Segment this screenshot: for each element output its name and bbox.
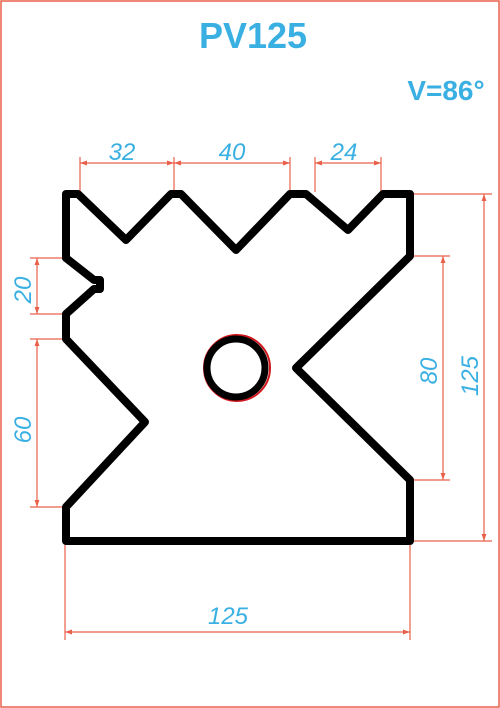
die-profile-outline [62, 190, 414, 545]
dim-top-right: 24 [330, 139, 358, 166]
dim-top-left: 32 [109, 139, 136, 166]
dim-top-middle: 40 [219, 139, 246, 166]
dim-left-upper: 20 [10, 276, 37, 304]
center-hole [203, 335, 269, 401]
page-title: PV125 [199, 15, 307, 56]
dim-left-lower: 60 [10, 416, 37, 443]
dim-right-inner: 80 [416, 357, 443, 384]
dim-bottom: 125 [208, 603, 249, 630]
dimension-lines [30, 157, 492, 640]
angle-label: V=86° [407, 75, 484, 106]
dim-right-outer: 125 [457, 355, 484, 396]
